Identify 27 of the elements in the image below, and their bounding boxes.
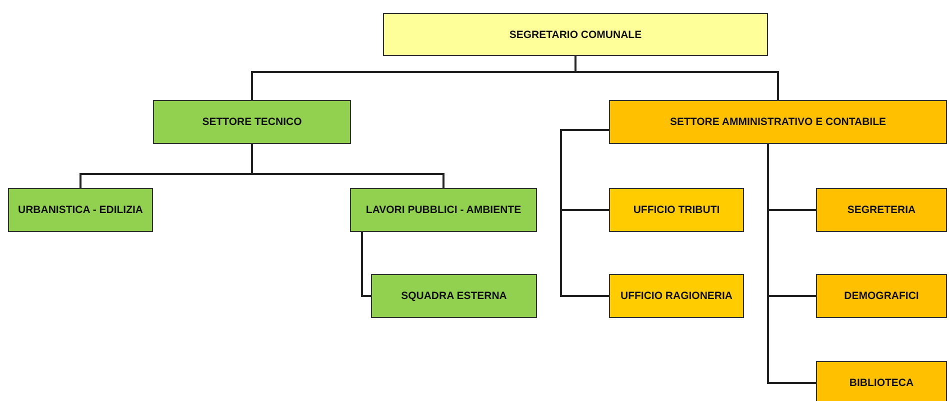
department-box xyxy=(153,100,351,144)
unit-name: LAVORI PUBBLICI - AMBIENTE xyxy=(366,204,522,216)
title-box xyxy=(383,13,768,56)
office-box xyxy=(8,188,153,232)
connector-line xyxy=(574,56,779,100)
office-box xyxy=(609,188,744,232)
unit-name: URBANISTICA - EDILIZIA xyxy=(18,204,144,216)
unit-name: UFFICIO RAGIONERIA xyxy=(620,290,732,302)
office-box xyxy=(609,274,744,318)
unit-name: SEGRETERIA xyxy=(847,204,916,216)
office-box xyxy=(816,361,947,401)
unit-name: SEGRETARIO COMUNALE xyxy=(509,28,642,40)
office-box xyxy=(350,188,537,232)
unit-name: SQUADRA ESTERNA xyxy=(401,290,507,302)
office-box xyxy=(816,188,947,232)
unit-name: UFFICIO TRIBUTI xyxy=(633,204,720,216)
department-box xyxy=(609,100,947,144)
office-box xyxy=(816,274,947,318)
unit-name: DEMOGRAFICI xyxy=(844,290,919,302)
unit-name: SETTORE TECNICO xyxy=(202,116,302,128)
office-box xyxy=(371,274,537,318)
connector-line xyxy=(560,129,609,297)
unit-name: SETTORE AMMINISTRATIVO E CONTABILE xyxy=(670,116,886,128)
connector-line xyxy=(251,144,444,188)
connector-line xyxy=(361,232,371,297)
connector-line xyxy=(767,144,816,384)
unit-name: BIBLIOTECA xyxy=(849,377,914,389)
